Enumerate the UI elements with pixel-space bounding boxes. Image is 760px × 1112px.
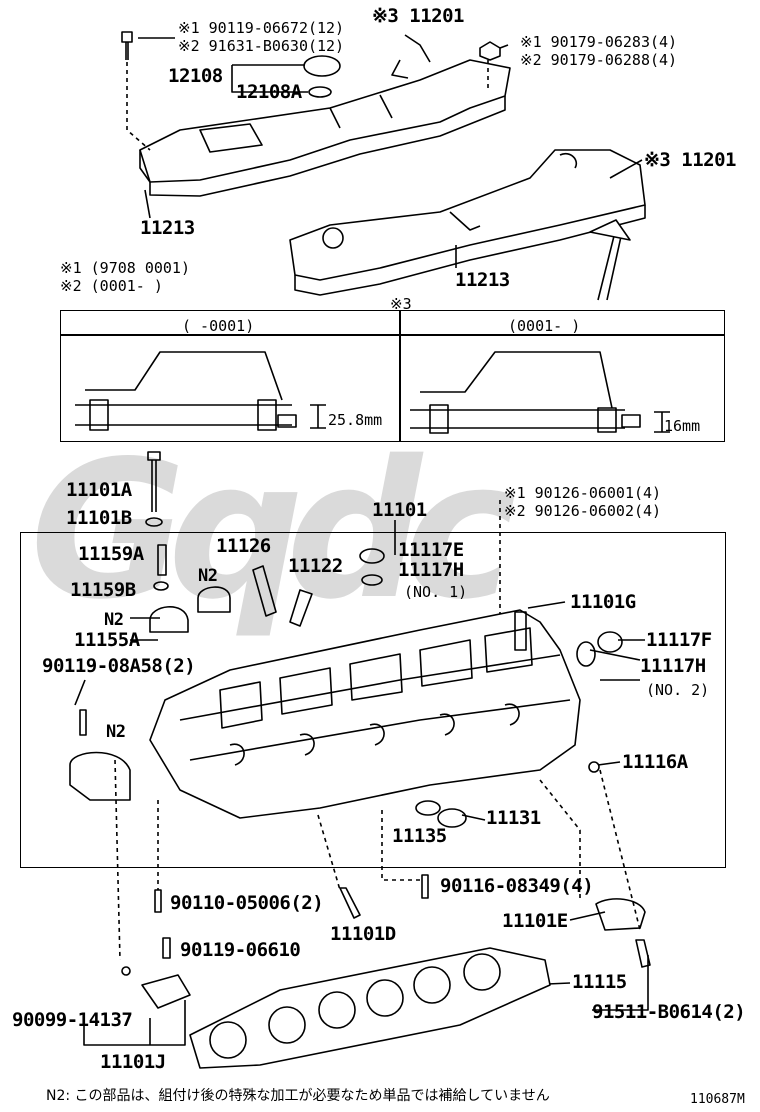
- label-11135: 11135: [392, 825, 447, 847]
- bolt-91511: [635, 939, 651, 968]
- note-stud-2: ※2 90126-06002(4): [504, 502, 662, 520]
- note-bolt-1: ※1 90119-06672(12): [178, 19, 345, 37]
- dim-16mm: 16mm: [664, 417, 701, 435]
- label-11201-upper: ※3 11201: [372, 5, 465, 27]
- label-90119-08A58: 90119-08A58(2): [42, 655, 196, 677]
- label-11115: 11115: [572, 971, 627, 993]
- label-11101A: 11101A: [66, 479, 132, 501]
- bolt-90110: [154, 889, 162, 913]
- head-bolt: [145, 451, 163, 527]
- bolt-90119-08A58: [79, 709, 87, 736]
- label-91511-B0614: 91511-B0614(2): [592, 1001, 746, 1023]
- dowel-11126: [252, 565, 277, 617]
- camshaft-bearing-cap: [149, 606, 189, 633]
- pipe-11101G: [514, 611, 527, 651]
- leader-lines: [74, 34, 649, 1046]
- note-nut-2: ※2 90179-06288(4): [520, 51, 678, 69]
- label-11101J: 11101J: [100, 1051, 166, 1073]
- gasket-11117H-2: [576, 641, 596, 667]
- leader-lines-dashed: [114, 60, 641, 961]
- footnote-n2: N2: この部品は、組付け後の特殊な加工が必要なため単品では補給していません: [46, 1088, 550, 1104]
- label-11101E: 11101E: [502, 910, 568, 932]
- cylinder-head-gasket: [189, 947, 551, 1069]
- union-11101J: [141, 974, 191, 1009]
- cover-height-detail-right: [410, 351, 670, 434]
- label-11213-left: 11213: [140, 217, 195, 239]
- note-stud-1: ※1 90126-06001(4): [504, 484, 662, 502]
- washer-11159B: [153, 581, 169, 591]
- bearing-cap-n2-c: [69, 751, 131, 801]
- note-3-mark: ※3: [390, 295, 412, 313]
- seal-11135: [415, 800, 441, 816]
- label-n2-b: N2: [104, 610, 124, 630]
- label-11117H-1: 11117H: [398, 559, 464, 581]
- dim-25-8mm: 25.8mm: [328, 411, 383, 429]
- seal-11131: [437, 808, 467, 828]
- label-11213-right: 11213: [455, 269, 510, 291]
- stud-11101D: [339, 887, 361, 919]
- gasket-90099: [121, 966, 131, 976]
- cylinder-head-cover-upper: [139, 59, 511, 197]
- diagram-id: 110687M: [690, 1092, 745, 1107]
- label-11101: 11101: [372, 499, 427, 521]
- label-11131: 11131: [486, 807, 541, 829]
- cover-nut: [479, 41, 501, 61]
- label-11116A: 11116A: [622, 751, 688, 773]
- gasket-11117H-1: [361, 574, 383, 586]
- cover-bolt: [121, 31, 133, 60]
- label-90099-14137: 90099-14137: [12, 1009, 133, 1031]
- label-no1: (NO. 1): [404, 583, 468, 601]
- label-90110-05006: 90110-05006(2): [170, 892, 324, 914]
- label-11159B: 11159B: [70, 579, 136, 601]
- detail-table-header-rule: [60, 334, 725, 336]
- label-11155A: 11155A: [74, 629, 140, 651]
- note-date-2: ※2 (0001- ): [60, 277, 163, 295]
- label-11101D: 11101D: [330, 923, 396, 945]
- label-12108: 12108: [168, 65, 223, 87]
- detail-table-divider: [399, 310, 401, 442]
- plug-11117F: [597, 631, 623, 653]
- housing-11101E: [595, 898, 646, 931]
- note-nut-1: ※1 90179-06283(4): [520, 33, 678, 51]
- label-90119-06610: 90119-06610: [180, 939, 301, 961]
- cylinder-head-cover-lower: [289, 149, 646, 296]
- label-11201-right: ※3 11201: [644, 149, 737, 171]
- label-11122: 11122: [288, 555, 343, 577]
- oil-filler-cap: [303, 55, 341, 77]
- label-11117H-2: 11117H: [640, 655, 706, 677]
- label-n2-c: N2: [106, 722, 126, 742]
- note-date-1: ※1 (9708 0001): [60, 259, 190, 277]
- label-11117E: 11117E: [398, 539, 464, 561]
- label-11101G: 11101G: [570, 591, 636, 613]
- label-11117F: 11117F: [646, 629, 712, 651]
- label-no2: (NO. 2): [646, 681, 710, 699]
- plug-11117E: [359, 548, 385, 564]
- plug-11116A: [588, 761, 600, 773]
- label-90116-08349: 90116-08349(4): [440, 875, 594, 897]
- detail-right-header: (0001- ): [508, 317, 581, 335]
- cover-height-detail-left: [75, 351, 326, 431]
- guide-11122: [289, 589, 313, 627]
- detail-left-header: ( -0001): [182, 317, 255, 335]
- cylinder-head-block: [149, 609, 581, 819]
- bolt-90119-06610: [162, 937, 171, 959]
- bearing-cap-n2: [197, 586, 231, 613]
- label-12108A: 12108A: [236, 81, 302, 103]
- label-11126: 11126: [216, 535, 271, 557]
- label-n2-a: N2: [198, 566, 218, 586]
- label-11159A: 11159A: [78, 543, 144, 565]
- stud-90116: [421, 874, 429, 899]
- note-bolt-2: ※2 91631-B0630(12): [178, 37, 345, 55]
- cylinder-head-group-frame: [20, 532, 726, 868]
- detail-table-frame: [60, 310, 725, 442]
- oil-filler-gasket: [308, 86, 332, 98]
- label-11101B: 11101B: [66, 507, 132, 529]
- bolt-11159A: [157, 544, 167, 576]
